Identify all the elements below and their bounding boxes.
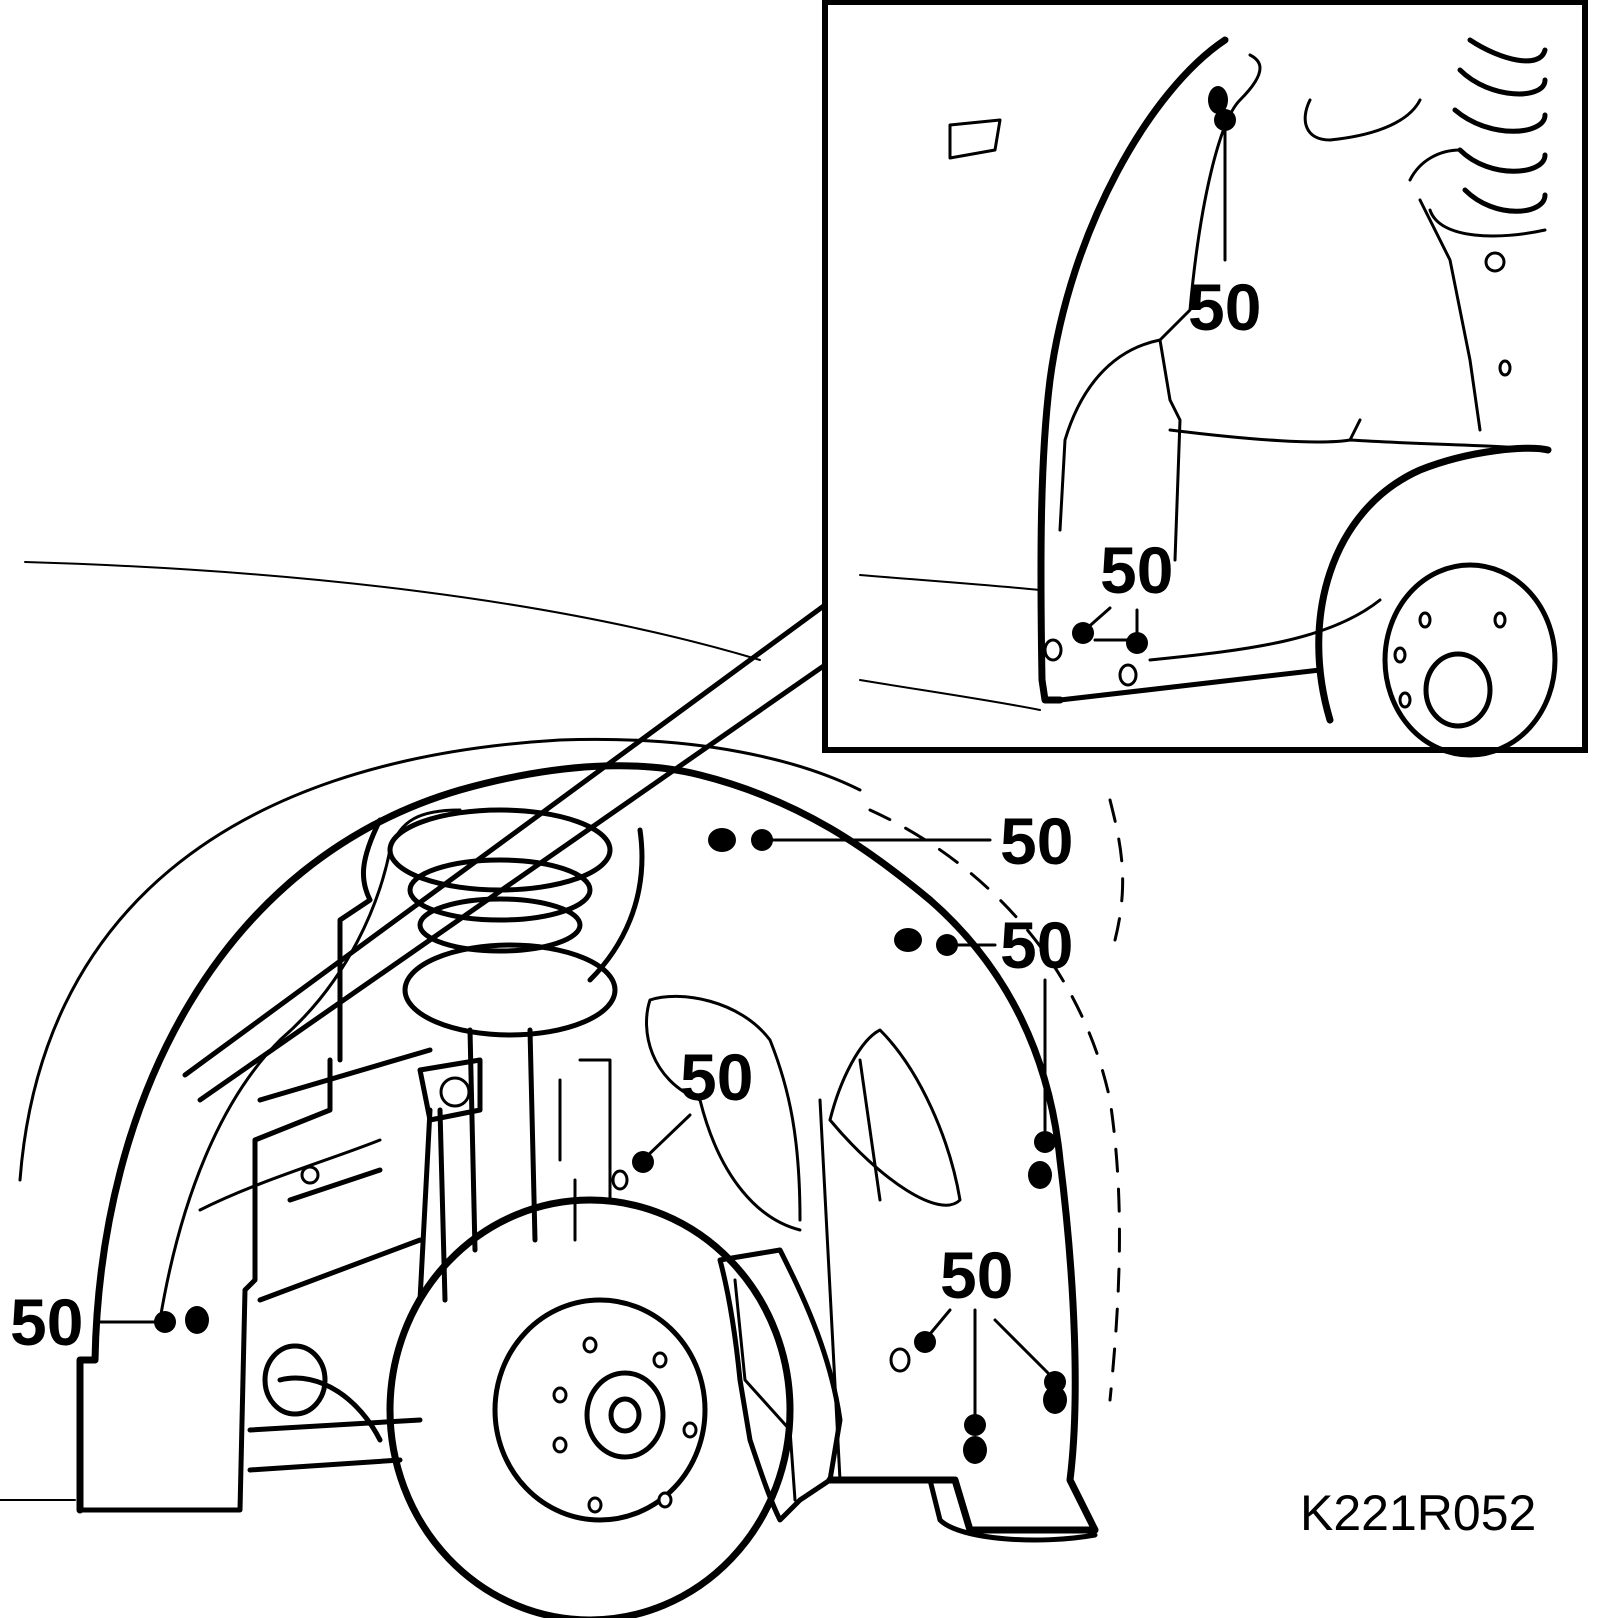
control-arm-bushing <box>262 1343 328 1417</box>
detail-inset-frame <box>822 0 1588 753</box>
strut-bolt <box>439 1076 471 1108</box>
detail-callout-label-1: 50 <box>1188 270 1261 344</box>
detail-liner-inner <box>1058 53 1262 532</box>
detail-bracket-bolt <box>1484 251 1506 273</box>
lug-holes <box>552 1336 698 1514</box>
liner-dashed-rib <box>868 808 1121 1402</box>
strut-tower <box>337 817 645 1063</box>
detail-body-line <box>859 574 1041 711</box>
inner-shell-contour-2 <box>198 1138 382 1212</box>
callout-dot-5 <box>154 1311 176 1333</box>
body-contour-line <box>24 561 761 661</box>
detail-callout-label-2: 50 <box>1100 533 1173 607</box>
wheel-arch-liner <box>76 762 1099 1534</box>
detail-callout-dot-2a <box>1072 622 1094 644</box>
detail-zoom-leader <box>182 602 828 1103</box>
callout-label-3: 50 <box>680 1040 753 1114</box>
spring-coil-2 <box>417 896 583 954</box>
detail-inset: 50 50 <box>822 0 1588 758</box>
detail-liner-lower-edge <box>1057 667 1323 703</box>
detail-liner-edge <box>1037 36 1229 704</box>
spring-coil <box>407 857 593 923</box>
detail-liner-inner-2 <box>1158 338 1182 562</box>
detail-callout-dot-2b <box>1126 632 1148 654</box>
detail-brake-disc-inner <box>1382 562 1558 758</box>
subframe <box>257 1047 433 1303</box>
wheel-hub-center <box>608 1396 642 1434</box>
detail-spring-seat <box>1408 148 1547 238</box>
brake-caliper-pipe <box>733 1278 797 1502</box>
detail-bracket-hole <box>1498 359 1512 377</box>
strut-bracket <box>417 1057 483 1123</box>
detail-clip-top <box>1208 86 1228 114</box>
liner-front-flap <box>77 1057 333 1513</box>
callout-dot-4c <box>1044 1371 1066 1393</box>
liner-dashed-rib-2 <box>1108 798 1125 942</box>
inner-ribs <box>645 994 802 1232</box>
callout-dot-4b <box>964 1414 986 1436</box>
callout-label-4: 50 <box>940 1238 1013 1312</box>
callout-label-1: 50 <box>1000 804 1073 878</box>
detail-panel-line-2 <box>1148 598 1382 662</box>
detail-callout-dot-1 <box>1214 109 1236 131</box>
spring-coil-top <box>387 807 613 893</box>
detail-clip-low-2 <box>1118 663 1138 687</box>
callout-dot-3 <box>632 1151 654 1173</box>
brake-disc <box>386 1196 794 1618</box>
main-view: 50 50 50 50 50 <box>0 561 1125 1618</box>
callout-dot-2b <box>1034 1131 1056 1153</box>
callout-leader-3 <box>641 1113 692 1162</box>
detail-lug-holes <box>1393 611 1507 709</box>
callout-dot-1 <box>751 829 773 851</box>
wheel-hub <box>584 1370 666 1460</box>
figure-reference-code: K221R052 <box>1300 1485 1536 1541</box>
liner-clip-holes <box>185 828 1067 1464</box>
detail-brake-disc <box>1315 444 1552 724</box>
liner-rear-lip <box>827 1477 1098 1543</box>
detail-clip-slot <box>948 118 1002 160</box>
inner-panel-line <box>818 1058 882 1482</box>
detail-hub <box>1423 651 1493 729</box>
detail-spring <box>1452 37 1548 214</box>
callout-dot-2 <box>936 934 958 956</box>
detail-clip-low-1 <box>1043 638 1063 662</box>
spring-seat <box>402 942 618 1038</box>
inner-ribs-2 <box>828 1028 962 1207</box>
fender-outer-arc <box>18 737 862 1182</box>
brake-hose <box>558 1058 612 1242</box>
brake-caliper <box>717 1247 843 1523</box>
callout-label-5: 50 <box>10 1285 83 1359</box>
brake-disc-inner <box>492 1297 708 1523</box>
subframe-hole <box>300 1165 320 1185</box>
callout-dot-4a <box>914 1331 936 1353</box>
callout-label-2: 50 <box>1000 908 1073 982</box>
detail-strut-bracket <box>1303 98 1482 432</box>
callout-leader-4c <box>993 1318 1052 1377</box>
